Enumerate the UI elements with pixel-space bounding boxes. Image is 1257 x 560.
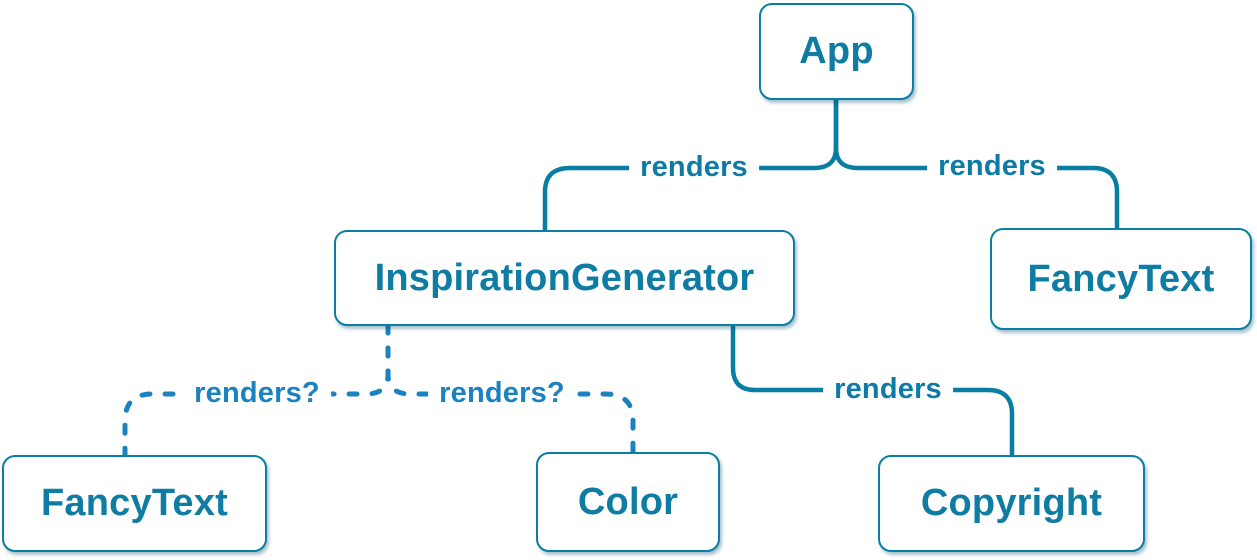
node-fancy-text-bottom-label: FancyText [41, 482, 228, 524]
node-fancy-text-top-label: FancyText [1027, 257, 1215, 300]
node-copyright: Copyright [878, 455, 1145, 552]
edge-label-renders-question-color: renders? [428, 377, 576, 411]
node-app: App [759, 3, 914, 100]
node-app-label: App [799, 30, 874, 72]
edge-label-renders-app-inspirationgenerator: renders [629, 151, 759, 185]
node-fancy-text-top: FancyText [990, 228, 1252, 330]
node-color: Color [536, 452, 720, 552]
node-inspiration-generator: InspirationGenerator [334, 230, 795, 326]
node-color-label: Color [577, 480, 679, 523]
node-inspiration-generator-label: InspirationGenerator [374, 256, 755, 299]
edge-label-renders-app-fancytext: renders [927, 150, 1057, 184]
edge-label-renders-question-fancytext: renders? [183, 377, 331, 411]
edge-label-renders-inspirationgenerator-copyright: renders [823, 373, 953, 407]
node-copyright-label: Copyright [920, 482, 1103, 524]
node-fancy-text-bottom: FancyText [2, 455, 267, 552]
